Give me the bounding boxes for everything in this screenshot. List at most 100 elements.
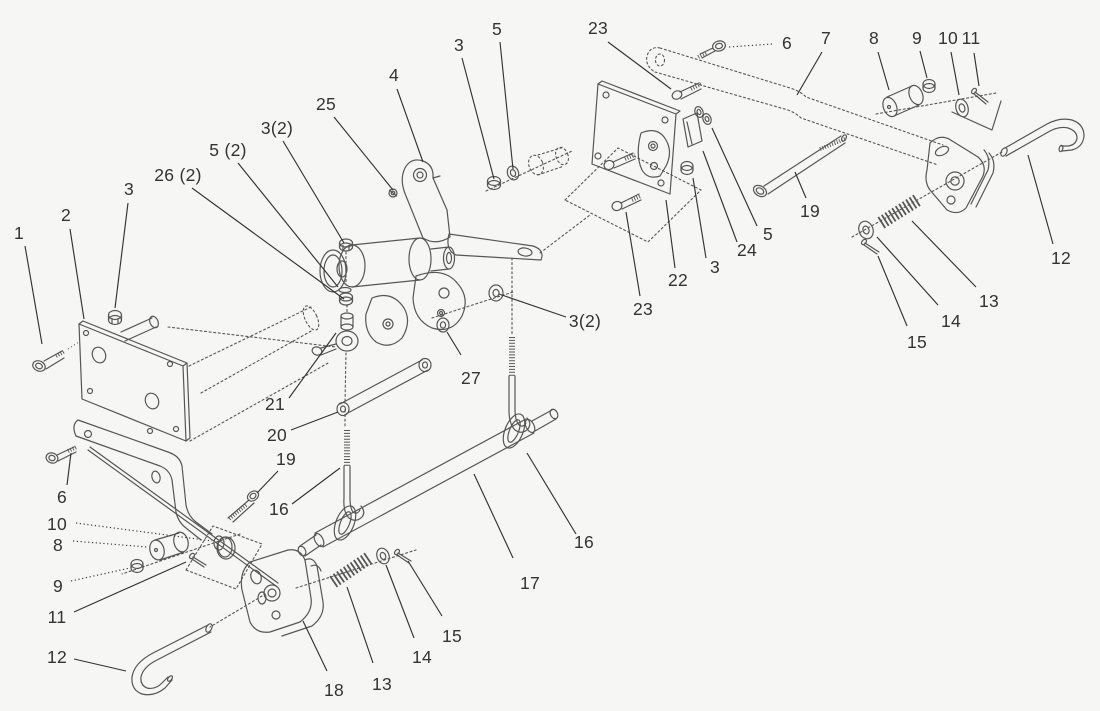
callout-5 (2)-4: 5 (2) — [209, 140, 246, 160]
callout-12-38: 12 — [47, 647, 67, 667]
part-phantom-plane-lower — [186, 526, 262, 589]
part-spacer-8-right — [880, 83, 926, 118]
leader-line-7-12 — [797, 52, 822, 95]
callout-4-7: 4 — [389, 65, 399, 85]
callout-6-11: 6 — [782, 33, 792, 53]
callout-23-10: 23 — [588, 18, 608, 38]
leader-line-13-19 — [912, 221, 976, 287]
leader-line-8-35 — [73, 541, 147, 547]
part-swivel-21 — [311, 305, 358, 403]
leader-line-9-36 — [71, 568, 130, 581]
callout-17-43: 17 — [520, 573, 540, 593]
callout-3(2)-27: 3(2) — [569, 311, 601, 331]
leader-line-2-1 — [70, 229, 84, 319]
callout-22-25: 22 — [668, 270, 688, 290]
callout-13-19: 13 — [979, 291, 999, 311]
callout-19-31: 19 — [276, 449, 296, 469]
leader-line-24-23 — [703, 151, 737, 242]
callout-9-14: 9 — [912, 28, 922, 48]
part-rod-16-right — [509, 258, 530, 432]
part-bracket-plate-22 — [592, 81, 680, 194]
leader-line-3-8 — [462, 58, 494, 179]
leader-line-23-10 — [608, 42, 671, 89]
callout-9-36: 9 — [53, 576, 63, 596]
phantom-link-line — [540, 215, 590, 253]
leader-line-15-21 — [878, 256, 907, 326]
leader-line-12-18 — [1028, 155, 1053, 244]
phantom-axis-lower-left — [122, 534, 240, 574]
part-pin-11-lower — [189, 552, 206, 567]
callout-12-18: 12 — [1051, 248, 1071, 268]
leader-line-5 (2)-4 — [238, 163, 338, 287]
leader-line-11-16 — [974, 53, 979, 86]
leader-line-22-25 — [666, 200, 675, 268]
leader-line-9-14 — [920, 51, 927, 78]
part-link-20 — [337, 359, 431, 416]
callout-14-20: 14 — [941, 311, 961, 331]
part-phantom-cross-shaft — [168, 304, 336, 441]
part-crank-lower-lobes — [366, 272, 465, 345]
callout-13-40: 13 — [372, 674, 392, 694]
part-spring-13-right — [881, 199, 919, 223]
callout-19-17: 19 — [800, 201, 820, 221]
part-bolt-6-lower — [45, 447, 77, 465]
leader-line-5-22 — [712, 128, 757, 226]
leader-line-14-20 — [877, 237, 938, 305]
leader-line-19-31 — [257, 471, 278, 493]
part-phantom-frame-plane — [565, 148, 701, 242]
callout-1-0: 1 — [14, 223, 24, 243]
part-pivot-plate-right — [852, 137, 1002, 237]
part-arm-7 — [647, 48, 943, 165]
callout-3-24: 3 — [710, 257, 720, 277]
leader-line-23-26 — [626, 212, 640, 296]
leader-lines — [25, 42, 1053, 671]
part-bolt-23-mid — [603, 153, 635, 171]
leader-line-16-32 — [292, 468, 340, 504]
part-plate-18 — [210, 550, 323, 636]
part-bolt-6-top — [698, 39, 727, 58]
part-shaft-17 — [297, 408, 560, 557]
part-pin-15-lower — [394, 548, 411, 563]
callout-27-28: 27 — [461, 368, 481, 388]
leader-line-19-17 — [795, 172, 806, 198]
part-nut-9-right — [923, 80, 935, 93]
leader-line-18-39 — [303, 621, 327, 671]
part-long-rod — [88, 447, 278, 586]
leader-line-10-15 — [951, 52, 959, 95]
callout-18-39: 18 — [324, 680, 344, 700]
part-crank-arm-right — [448, 234, 542, 260]
leader-line-26 (2)-3 — [192, 188, 344, 299]
callout-25-6: 25 — [316, 94, 336, 114]
callout-8-13: 8 — [869, 28, 879, 48]
callout-6-33: 6 — [57, 487, 67, 507]
part-nut-stack-center — [339, 239, 353, 305]
part-washer-14-right — [856, 219, 875, 241]
part-bolt-1 — [31, 342, 79, 373]
callout-2-1: 2 — [61, 205, 71, 225]
leader-line-17-43 — [474, 474, 513, 558]
part-bolt-23-bottom — [611, 194, 641, 212]
part-pin-11-right — [971, 87, 988, 104]
leader-line-21-29 — [289, 333, 336, 398]
callout-5-9: 5 — [492, 19, 502, 39]
leader-line-20-30 — [291, 412, 338, 430]
part-washer-27 — [437, 318, 449, 332]
callout-10-15: 10 — [938, 28, 958, 48]
leader-line-11-37 — [74, 562, 186, 612]
callout-16-32: 16 — [269, 499, 289, 519]
callout-11-37: 11 — [48, 607, 67, 627]
part-pivot-stud — [121, 315, 160, 341]
part-bolt-19-right — [751, 134, 847, 199]
part-bolt-19-lower — [228, 489, 260, 522]
part-nut-3-washer-5-top — [486, 145, 572, 191]
callout-8-35: 8 — [53, 535, 63, 555]
part-anchor-tab-right — [876, 93, 1001, 130]
callout-5-22: 5 — [763, 224, 773, 244]
callout-21-29: 21 — [265, 394, 285, 414]
part-bolt-23-top — [671, 83, 701, 101]
part-lower-bracket — [74, 420, 235, 559]
leader-line-5-9 — [500, 42, 513, 169]
part-nut-3-bracket — [681, 162, 693, 175]
part-washer-3-2-right — [432, 285, 513, 318]
